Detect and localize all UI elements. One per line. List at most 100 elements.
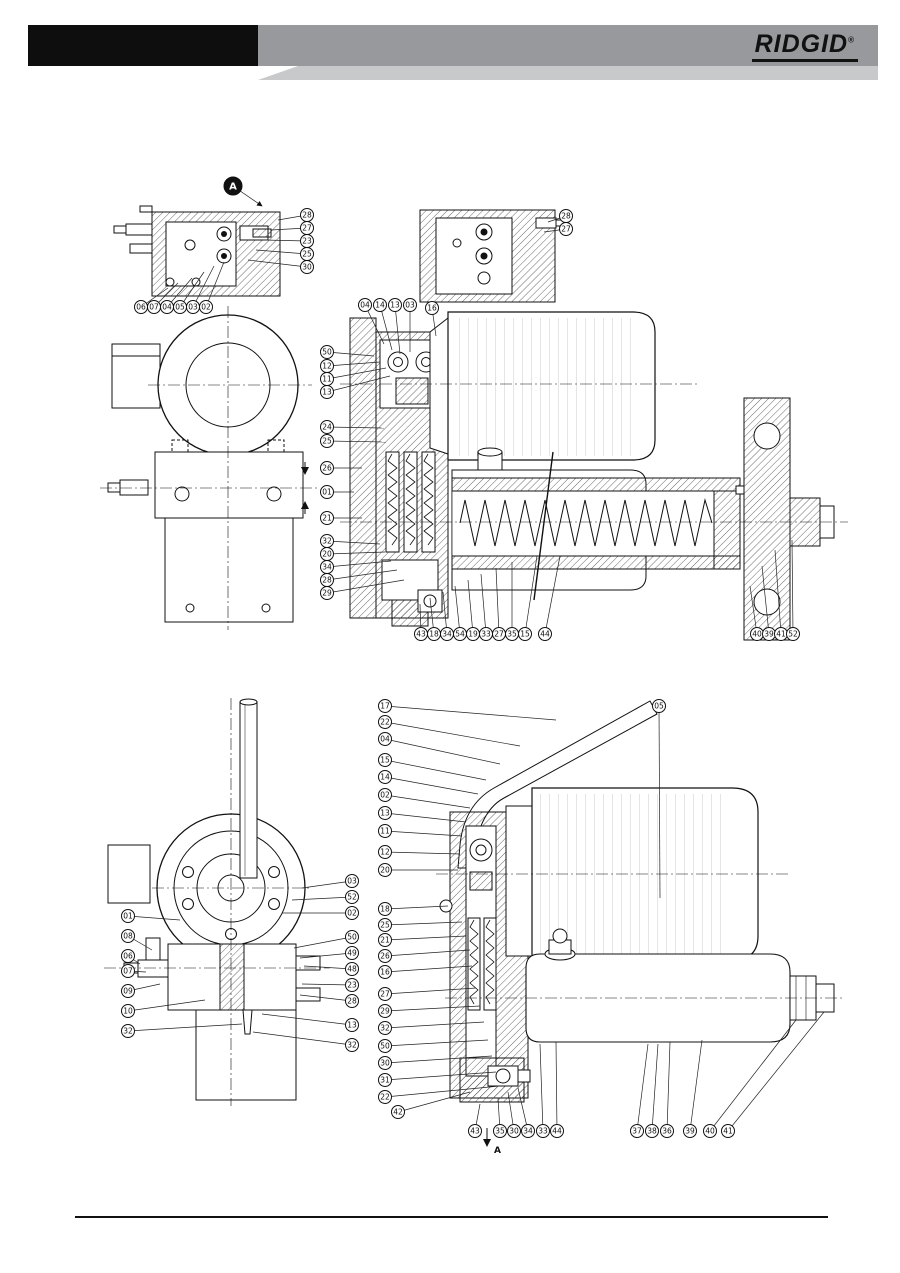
callout-label: 44 <box>540 630 550 639</box>
callout-leader <box>263 239 308 242</box>
callout-label: 34 <box>523 1127 533 1136</box>
callout-leader <box>791 539 794 635</box>
callout-leader <box>384 987 477 995</box>
callout-label: 12 <box>380 848 390 857</box>
callout-label: 43 <box>416 630 426 639</box>
callout-label: 35 <box>495 1127 505 1136</box>
callout-leader <box>689 1039 703 1132</box>
callout-balloon <box>378 1039 392 1053</box>
callout-label: 34 <box>322 563 332 572</box>
callout-leader <box>252 1031 353 1046</box>
callout-balloon <box>199 300 213 314</box>
callout-leader <box>555 1041 558 1132</box>
callout-label: 27 <box>380 990 390 999</box>
callout-balloon <box>536 1124 550 1138</box>
callout-balloon <box>378 770 392 784</box>
callout-balloon <box>320 511 334 525</box>
callout-label: 33 <box>481 630 491 639</box>
callout-label: 09 <box>123 987 133 996</box>
callout-balloon <box>378 918 392 932</box>
callout-balloon <box>345 1018 359 1032</box>
callout-label: 50 <box>322 348 332 357</box>
callout-leader <box>384 921 463 926</box>
callout-label: 28 <box>347 997 357 1006</box>
callout-label: 44 <box>552 1127 562 1136</box>
callout-balloon <box>345 962 359 976</box>
callout-label: 02 <box>201 303 211 312</box>
callout-leader <box>293 936 353 949</box>
callout-balloon <box>630 1124 644 1138</box>
callout-label: 01 <box>322 488 332 497</box>
callout-label: 07 <box>149 303 159 312</box>
callout-leader <box>397 1091 471 1113</box>
fig2-front-view <box>104 698 330 1106</box>
callout-label: 27 <box>302 224 312 233</box>
callout-leader <box>291 896 353 901</box>
callout-balloon <box>378 715 392 729</box>
callout-label: 04 <box>360 301 370 310</box>
callout-leader <box>384 738 501 765</box>
callout-leader <box>247 259 308 268</box>
callout-leader <box>384 705 557 721</box>
callout-leader <box>384 1005 481 1012</box>
callout-leader <box>364 304 385 345</box>
callout-balloon <box>300 260 314 274</box>
callout-leader <box>495 567 500 635</box>
callout-balloon <box>683 1124 697 1138</box>
callout-leader <box>326 375 391 393</box>
callout-leader <box>517 1087 529 1132</box>
callout-balloon <box>388 298 402 312</box>
callout-label: 02 <box>347 909 357 918</box>
callout-label: 18 <box>380 905 390 914</box>
callout-balloon <box>378 902 392 916</box>
callout-balloon <box>378 753 392 767</box>
callout-label: 25 <box>302 250 312 259</box>
callout-label: 19 <box>468 630 478 639</box>
callout-label: 49 <box>347 949 357 958</box>
callout-label: 08 <box>123 932 133 941</box>
callout-leader <box>384 721 521 747</box>
callout-balloon <box>378 933 392 947</box>
callout-balloon <box>345 930 359 944</box>
callout-balloon <box>345 946 359 960</box>
callout-label: 13 <box>390 301 400 310</box>
callout-leader <box>544 555 561 635</box>
callout-label: 35 <box>507 630 517 639</box>
callout-balloon <box>121 964 135 978</box>
callout-label: 03 <box>405 301 415 310</box>
callout-label: 39 <box>685 1127 695 1136</box>
callout-label: 17 <box>380 702 390 711</box>
callout-label: 32 <box>123 1027 133 1036</box>
callout-label: 01 <box>123 912 133 921</box>
callout-balloon <box>660 1124 674 1138</box>
callout-label: 07 <box>123 967 133 976</box>
callout-balloon <box>721 1124 735 1138</box>
callout-balloon <box>378 1056 392 1070</box>
callout-balloon <box>378 699 392 713</box>
callout-balloon <box>378 1021 392 1035</box>
callout-balloon <box>468 1124 482 1138</box>
callout-label: 15 <box>380 756 390 765</box>
callout-balloon <box>507 1124 521 1138</box>
callout-label: 26 <box>322 464 332 473</box>
callout-label: 32 <box>322 537 332 546</box>
callout-label: 31 <box>380 1076 390 1085</box>
callout-balloon <box>703 1124 717 1138</box>
callout-leader <box>326 579 405 594</box>
callout-leader <box>384 965 473 973</box>
callout-leader <box>127 915 181 921</box>
callout-label: 30 <box>302 263 312 272</box>
ridgid-logo: RIDGID® <box>751 32 858 62</box>
callout-label: 32 <box>347 1041 357 1050</box>
callout-label: 41 <box>776 630 786 639</box>
callout-balloon <box>345 890 359 904</box>
callout-balloon <box>378 1073 392 1087</box>
callout-leader <box>384 1085 501 1098</box>
callout-leader <box>326 351 375 357</box>
callout-balloon <box>378 1090 392 1104</box>
callout-balloon <box>521 1124 535 1138</box>
callout-label: 03 <box>347 877 357 886</box>
callout-label: 18 <box>429 630 439 639</box>
callout-balloon <box>345 874 359 888</box>
callout-leader <box>326 367 387 380</box>
